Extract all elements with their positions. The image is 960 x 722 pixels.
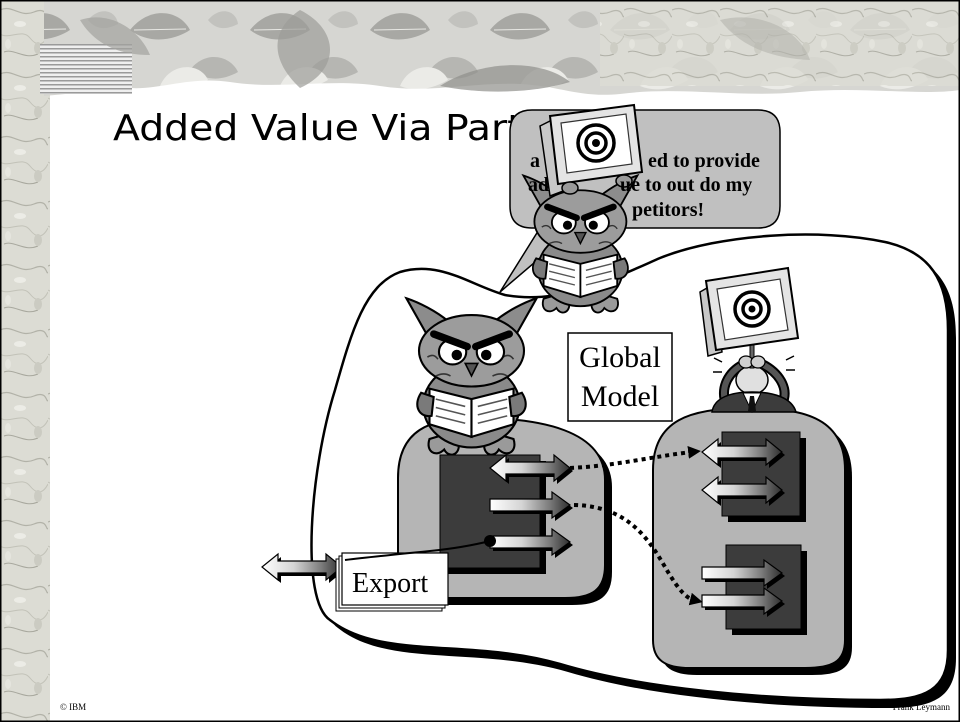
bubble-line-1-left: a <box>530 150 540 172</box>
bubble-line-1-right: ed to provide <box>648 150 760 172</box>
footer-author: Frank Leymann <box>893 702 951 712</box>
export-link-dot <box>484 535 496 547</box>
global-model-line-1: Global <box>579 341 661 374</box>
dotted-connector-bottom <box>573 503 703 606</box>
target-sign-icon <box>539 103 644 198</box>
global-model-box: Global Model <box>567 332 673 422</box>
bubble-line-3-right: petitors! <box>632 199 704 221</box>
businessman-icon <box>699 266 800 414</box>
bubble-line-2-left: ad <box>528 174 549 196</box>
export-link-line <box>344 540 491 561</box>
global-model-line-2: Model <box>581 380 659 413</box>
background-texture-top <box>40 0 960 96</box>
target-sign-icon <box>699 266 800 357</box>
background-texture-left <box>0 0 50 722</box>
export-label: Export <box>352 568 428 599</box>
footer-copyright: © IBM <box>60 702 86 712</box>
export-box: Export <box>335 552 449 612</box>
right-top-component <box>701 431 806 522</box>
left-component <box>439 454 574 574</box>
right-bottom-component <box>701 544 807 635</box>
dotted-connector-top <box>569 446 701 470</box>
bubble-line-2-right: ue to out do my <box>620 174 752 196</box>
